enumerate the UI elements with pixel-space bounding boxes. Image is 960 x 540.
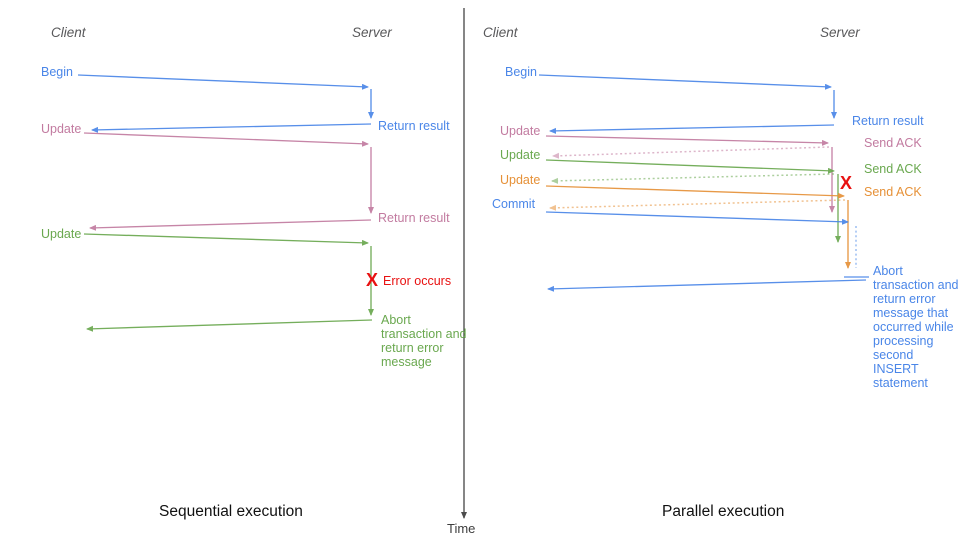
right-send-ack-2-label: Send ACK (864, 162, 922, 176)
right-abort-return-arrow (547, 279, 867, 292)
right-update-1-label: Update (500, 124, 541, 138)
left-return-result-2-arrow (89, 219, 372, 231)
left-abort-label: Abort transaction and return error messa… (381, 313, 467, 369)
right-send-ack-1-arrow (552, 146, 830, 159)
right-update-1-request-arrow (545, 135, 829, 146)
left-panel-title: Sequential execution (159, 503, 303, 520)
right-begin-label: Begin (505, 65, 537, 79)
left-client-header: Client (51, 25, 86, 40)
right-commit-request-arrow (545, 211, 849, 225)
time-axis-label: Time (447, 521, 476, 536)
right-server-header: Server (820, 25, 860, 40)
right-update-3-request-arrow (545, 185, 845, 199)
left-update-1-request-arrow (83, 132, 369, 147)
left-server-header: Server (352, 25, 392, 40)
right-send-ack-3-arrow (549, 199, 846, 211)
left-update-2-request-arrow (83, 233, 369, 246)
right-update-2-label: Update (500, 148, 541, 162)
right-update-2-request-arrow (545, 159, 835, 174)
right-send-ack-3-label: Send ACK (864, 185, 922, 199)
right-return-result-arrow (549, 124, 835, 134)
left-panel-arrows (77, 74, 374, 332)
left-return-result-2-label: Return result (378, 211, 450, 225)
left-update-2-label: Update (41, 227, 82, 241)
left-update-1-label: Update (41, 122, 82, 136)
right-commit-label: Commit (492, 197, 536, 211)
left-begin-request-arrow (77, 74, 369, 90)
right-client-header: Client (483, 25, 518, 40)
right-update-3-label: Update (500, 173, 541, 187)
left-return-result-1-label: Return result (378, 119, 450, 133)
right-error-x-icon: X (840, 173, 853, 193)
left-error-x-icon: X (366, 270, 379, 290)
left-abort-return-arrow (86, 319, 373, 332)
right-return-result-label: Return result (852, 114, 924, 128)
right-panel-arrows (538, 74, 869, 292)
left-return-result-1-arrow (91, 123, 372, 133)
right-abort-label: Abort transaction and return error messa… (873, 264, 959, 390)
left-error-occurs-label: Error occurs (383, 274, 452, 288)
right-send-ack-2-arrow (551, 173, 835, 184)
right-send-ack-1-label: Send ACK (864, 136, 922, 150)
right-panel-title: Parallel execution (662, 503, 785, 520)
right-begin-request-arrow (538, 74, 832, 90)
left-begin-label: Begin (41, 65, 73, 79)
